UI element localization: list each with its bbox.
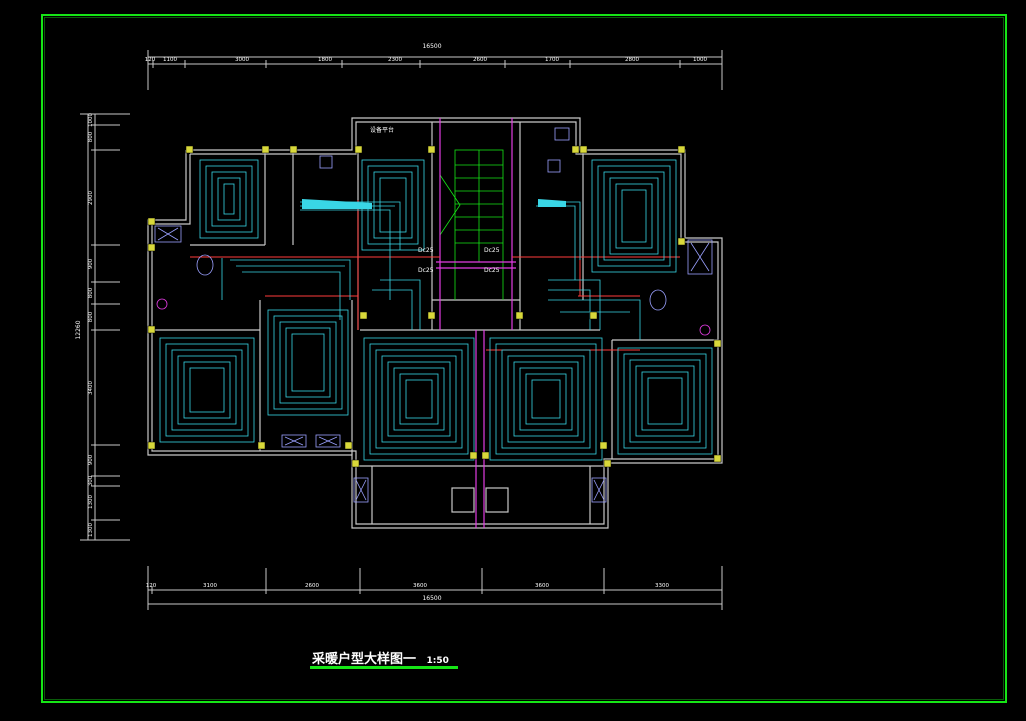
sheet-border	[41, 14, 1007, 703]
columns	[147, 145, 722, 468]
left-dim-1: 1000	[88, 113, 94, 127]
top-dim-8: 1000	[693, 57, 707, 63]
title-scale: 1:50	[426, 656, 449, 666]
left-dim-6: 3400	[88, 381, 94, 395]
left-dim-7: 900	[88, 454, 94, 465]
top-dim-3: 1800	[318, 57, 332, 63]
left-dim-0: 800	[88, 131, 94, 142]
left-dim-9: 1300	[88, 495, 94, 509]
pipe-size-stair: Dc25	[484, 267, 500, 274]
left-dimension-chain	[80, 113, 130, 541]
top-dimension-labels: 120 1100 3000 1800 2300 2600 1700 2800 1…	[145, 57, 708, 63]
title-text: 采暖户型大样图一	[312, 652, 417, 667]
risers	[436, 118, 516, 528]
drawing-title: 采暖户型大样图一 1:50	[310, 648, 458, 669]
top-dim-2: 3000	[235, 57, 249, 63]
balcony-label: 设备平台	[370, 126, 394, 134]
top-dim-5: 2600	[473, 57, 487, 63]
pipe-size-left-1: Dc25	[418, 247, 434, 254]
walls	[147, 117, 723, 529]
left-dim-10: 1300	[88, 523, 94, 537]
top-total-dimension: 16500	[422, 43, 441, 50]
left-dim-3: 900	[88, 258, 94, 269]
title-underline	[310, 666, 458, 669]
stair	[439, 149, 504, 300]
bottom-dim-0: 120	[146, 583, 157, 589]
left-dim-8: 300	[88, 475, 94, 486]
pipe-size-left-2: Dc25	[418, 267, 434, 274]
pipe-size-right: Dc25	[484, 247, 500, 254]
left-dim-2: 2900	[88, 191, 94, 205]
fixtures	[154, 127, 713, 503]
left-total-dimension: 12260	[75, 320, 82, 339]
top-dim-0: 120	[145, 57, 156, 63]
bottom-dim-1: 3100	[203, 583, 217, 589]
bottom-dim-3: 3600	[413, 583, 427, 589]
left-dim-5: 800	[88, 311, 94, 322]
bottom-dim-4: 3600	[535, 583, 549, 589]
manifolds	[302, 199, 566, 209]
left-dim-4: 800	[88, 287, 94, 298]
bottom-dimension-chain	[147, 566, 723, 610]
top-dimension-chain	[147, 50, 723, 90]
sheet-inner-border	[44, 17, 1004, 700]
bottom-dimension-labels: 120 3100 2600 3600 3600 3300	[146, 583, 670, 589]
top-dim-1: 1100	[163, 57, 177, 63]
top-dim-7: 2800	[625, 57, 639, 63]
left-dimension-labels: 800 1000 2900 900 800 800 3400 900 300 1…	[88, 113, 94, 537]
heating-coils	[159, 159, 713, 461]
top-dim-6: 1700	[545, 57, 559, 63]
bottom-dim-5: 3300	[655, 583, 669, 589]
top-dim-4: 2300	[388, 57, 402, 63]
bottom-dim-2: 2600	[305, 583, 319, 589]
supply-pipes	[190, 200, 680, 351]
bottom-total-dimension: 16500	[422, 595, 441, 602]
